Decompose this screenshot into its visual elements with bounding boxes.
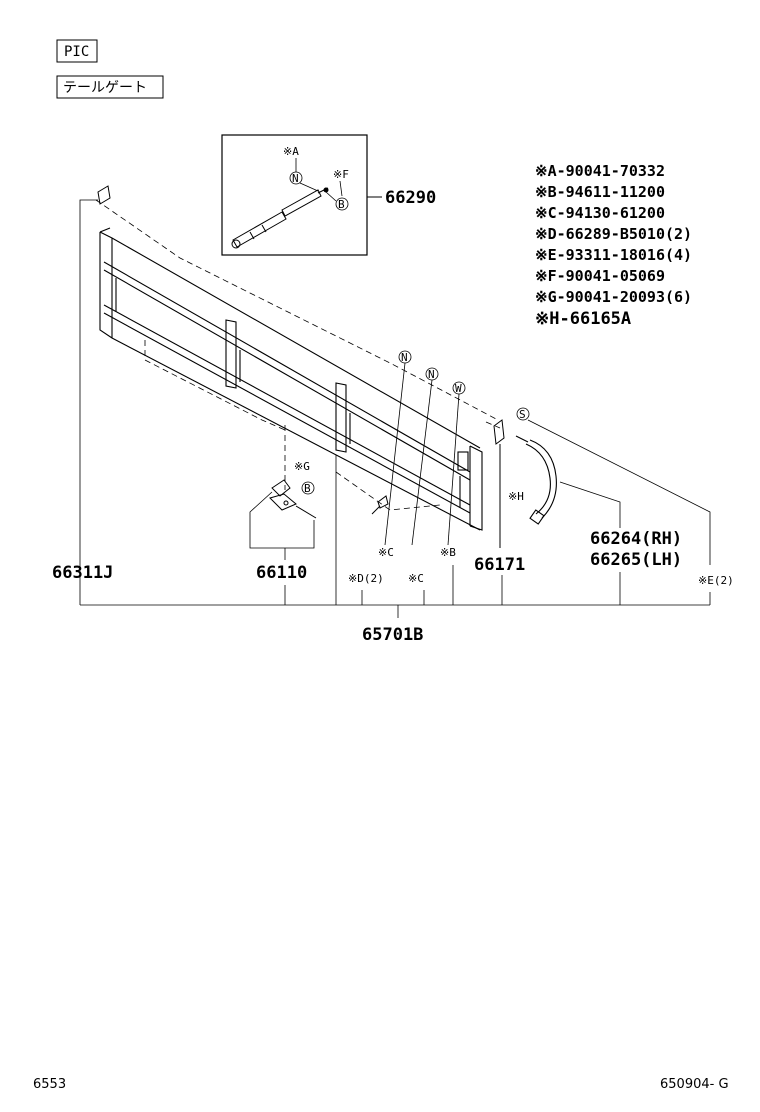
leader-cable (527, 419, 711, 565)
callout-d2: ※D(2) (348, 572, 384, 585)
legend-key-a: ※A (535, 162, 557, 180)
callout-g: ※G (294, 460, 310, 473)
legend-part-f: 90041-05069 (566, 267, 665, 285)
svg-text:※G-90041-20093(6): ※G-90041-20093(6) (535, 288, 692, 306)
pic-box: PIC (56, 39, 98, 63)
part-66264: 66264(RH) (590, 529, 682, 549)
svg-text:※B-94611-11200: ※B-94611-11200 (535, 183, 665, 201)
legend-part-c: 94130-61200 (566, 204, 665, 222)
part-65701b: 65701B (362, 625, 423, 645)
gas-strut-illustration (231, 187, 329, 249)
legend-part-b: 94611-11200 (566, 183, 665, 201)
legend-qty-e: (4) (665, 246, 692, 264)
svg-text:※D-66289-B5010(2): ※D-66289-B5010(2) (535, 225, 692, 243)
callout-w: W (455, 382, 462, 395)
legend-key-h: ※H (535, 309, 559, 329)
svg-text:※H-66165A: ※H-66165A (535, 309, 631, 329)
svg-text:※A-90041-70332: ※A-90041-70332 (535, 162, 665, 180)
footer-page-number: 6553 (33, 1077, 66, 1092)
callout-n1: N (401, 351, 408, 364)
callout-s: S (519, 408, 526, 421)
legend-key-b: ※B (535, 183, 557, 201)
svg-text:※E-93311-18016(4): ※E-93311-18016(4) (535, 246, 692, 264)
assembly-bracket-line (80, 455, 711, 618)
legend-part-a: 90041-70332 (566, 162, 665, 180)
dashed-guides (95, 199, 501, 511)
callout-b2: ※B (440, 546, 456, 559)
hinge-66110-illustration (269, 479, 317, 519)
svg-text:※C-94130-61200: ※C-94130-61200 (535, 204, 665, 222)
pic-label: PIC (64, 44, 89, 60)
tailgate-panel-illustration (99, 227, 483, 531)
legend-key-e: ※E (535, 246, 557, 264)
legend-key-c: ※C (535, 204, 557, 222)
inset-callout-b: B (338, 198, 345, 211)
hook-clip-illustration (371, 495, 389, 515)
callout-c1: ※C (378, 546, 394, 559)
callout-h: ※H (508, 490, 524, 503)
strut-inset: ※A N ※F B (221, 134, 382, 256)
support-cable-illustration (515, 435, 557, 525)
part-66171: 66171 (474, 555, 525, 575)
legend-part-g: 90041-20093 (566, 288, 665, 306)
legend-part-h: 66165A (570, 309, 631, 329)
legend-qty-g: (6) (665, 288, 692, 306)
group-label: テールゲート (63, 80, 147, 96)
legend-part-d: 66289-B5010 (566, 225, 665, 243)
leaders-nnw (384, 362, 460, 546)
hinge-bracket-illustration (97, 185, 111, 205)
inset-callout-n: N (292, 172, 299, 185)
bracket-66171-illustration (493, 419, 505, 548)
part-66110: 66110 (256, 563, 307, 583)
leader-66311j (79, 199, 98, 605)
svg-text:※F-90041-05069: ※F-90041-05069 (535, 267, 665, 285)
callout-e2: ※E(2) (698, 574, 734, 587)
legend-key-d: ※D (535, 225, 557, 243)
part-66290: 66290 (385, 188, 436, 208)
legend-part-e: 93311-18016 (566, 246, 665, 264)
part-66311j: 66311J (52, 563, 113, 583)
group-box: テールゲート (56, 75, 164, 99)
callout-n2: N (428, 368, 435, 381)
legend-qty-d: (2) (665, 225, 692, 243)
footer-code: 650904- G (660, 1077, 729, 1092)
inset-callout-a: ※A (283, 145, 299, 158)
part-66265: 66265(LH) (590, 550, 682, 570)
legend-key-f: ※F (535, 267, 557, 285)
inset-callout-f: ※F (333, 168, 349, 181)
callout-b: B (304, 482, 311, 495)
callout-c2: ※C (408, 572, 424, 585)
legend-key-g: ※G (535, 288, 557, 306)
legend: ※A-90041-70332 ※B-94611-11200 ※C-94130-6… (535, 162, 692, 329)
leader-66110 (249, 491, 315, 560)
